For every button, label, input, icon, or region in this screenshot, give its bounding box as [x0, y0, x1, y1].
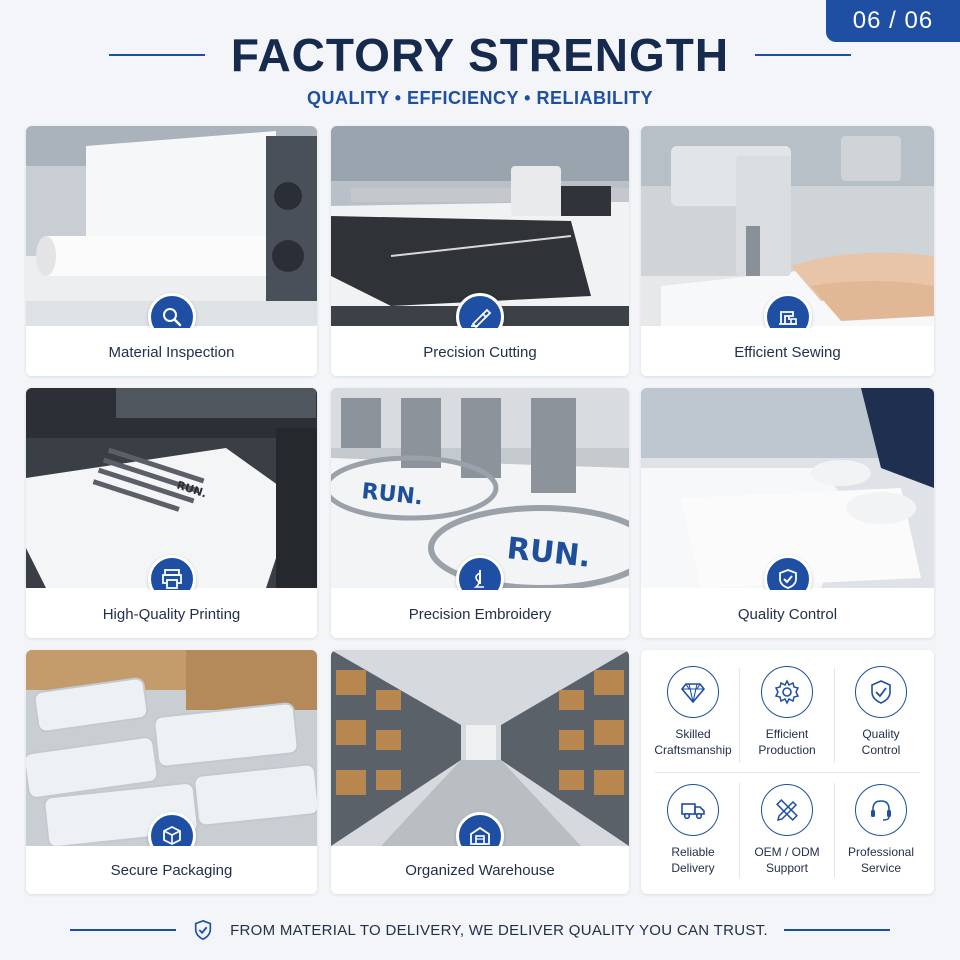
- card-precision-cutting: Precision Cutting: [331, 126, 629, 376]
- feature-label: Professional Service: [847, 845, 915, 875]
- headset-icon: [855, 784, 907, 836]
- footer-tagline: FROM MATERIAL TO DELIVERY, WE DELIVER QU…: [230, 921, 768, 939]
- card-material-inspection: Material Inspection: [26, 126, 317, 376]
- embroidery-mark-2: RUN.: [505, 531, 592, 575]
- card-label: Precision Cutting: [331, 328, 629, 376]
- footer: FROM MATERIAL TO DELIVERY, WE DELIVER QU…: [0, 915, 960, 945]
- card-precision-embroidery: RUN. RUN. Precision Embroidery: [331, 388, 629, 638]
- feature-label: Skilled Craftsmanship: [654, 727, 732, 757]
- feature-quality-control: Quality Control: [833, 666, 929, 758]
- header: FACTORY STRENGTH QUALITY • EFFICIENCY • …: [0, 28, 960, 109]
- card-label: Material Inspection: [26, 328, 317, 376]
- features-panel: Skilled Craftsmanship Efficient Producti…: [641, 650, 934, 894]
- photo-precision-cutting: [331, 126, 629, 326]
- card-quality-control: Quality Control: [641, 388, 934, 638]
- card-organized-warehouse: Organized Warehouse: [331, 650, 629, 894]
- card-high-quality-printing: RUN. High-Quality Printing: [26, 388, 317, 638]
- feature-label: Reliable Delivery: [671, 845, 715, 875]
- footer-line-left: [70, 929, 177, 931]
- card-label: Quality Control: [641, 590, 934, 638]
- ruler-pencil-icon: [761, 784, 813, 836]
- footer-line-right: [783, 929, 890, 931]
- photo-efficient-sewing: [641, 126, 934, 326]
- shield-check-icon: [855, 666, 907, 718]
- feature-professional-service: Professional Service: [833, 784, 929, 876]
- card-label: Secure Packaging: [26, 846, 317, 894]
- photo-precision-embroidery: RUN. RUN.: [331, 388, 629, 588]
- card-label: High-Quality Printing: [26, 590, 317, 638]
- page-title: FACTORY STRENGTH: [230, 29, 730, 81]
- photo-organized-warehouse: [331, 650, 629, 846]
- feature-label: Quality Control: [861, 727, 901, 757]
- card-secure-packaging: Secure Packaging: [26, 650, 317, 894]
- title-line-right: [755, 54, 852, 56]
- card-label: Organized Warehouse: [331, 846, 629, 894]
- photo-high-quality-printing: RUN.: [26, 388, 317, 588]
- title-line-left: [108, 54, 205, 56]
- diamond-icon: [667, 666, 719, 718]
- feature-label: Efficient Production: [758, 727, 816, 757]
- feature-efficient-production: Efficient Production: [739, 666, 835, 758]
- feature-reliable-delivery: Reliable Delivery: [645, 784, 741, 876]
- card-label: Efficient Sewing: [641, 328, 934, 376]
- gear-icon: [761, 666, 813, 718]
- page-subtitle: QUALITY • EFFICIENCY • RELIABILITY: [307, 88, 653, 108]
- feature-oem-odm-support: OEM / ODM Support: [739, 784, 835, 876]
- photo-quality-control: [641, 388, 934, 588]
- card-label: Precision Embroidery: [331, 590, 629, 638]
- shield-check-icon: [192, 919, 214, 941]
- feature-label: OEM / ODM Support: [754, 845, 820, 875]
- truck-icon: [667, 784, 719, 836]
- page-indicator: 06 / 06: [826, 0, 960, 42]
- card-efficient-sewing: Efficient Sewing: [641, 126, 934, 376]
- feature-skilled-craftsmanship: Skilled Craftsmanship: [645, 666, 741, 758]
